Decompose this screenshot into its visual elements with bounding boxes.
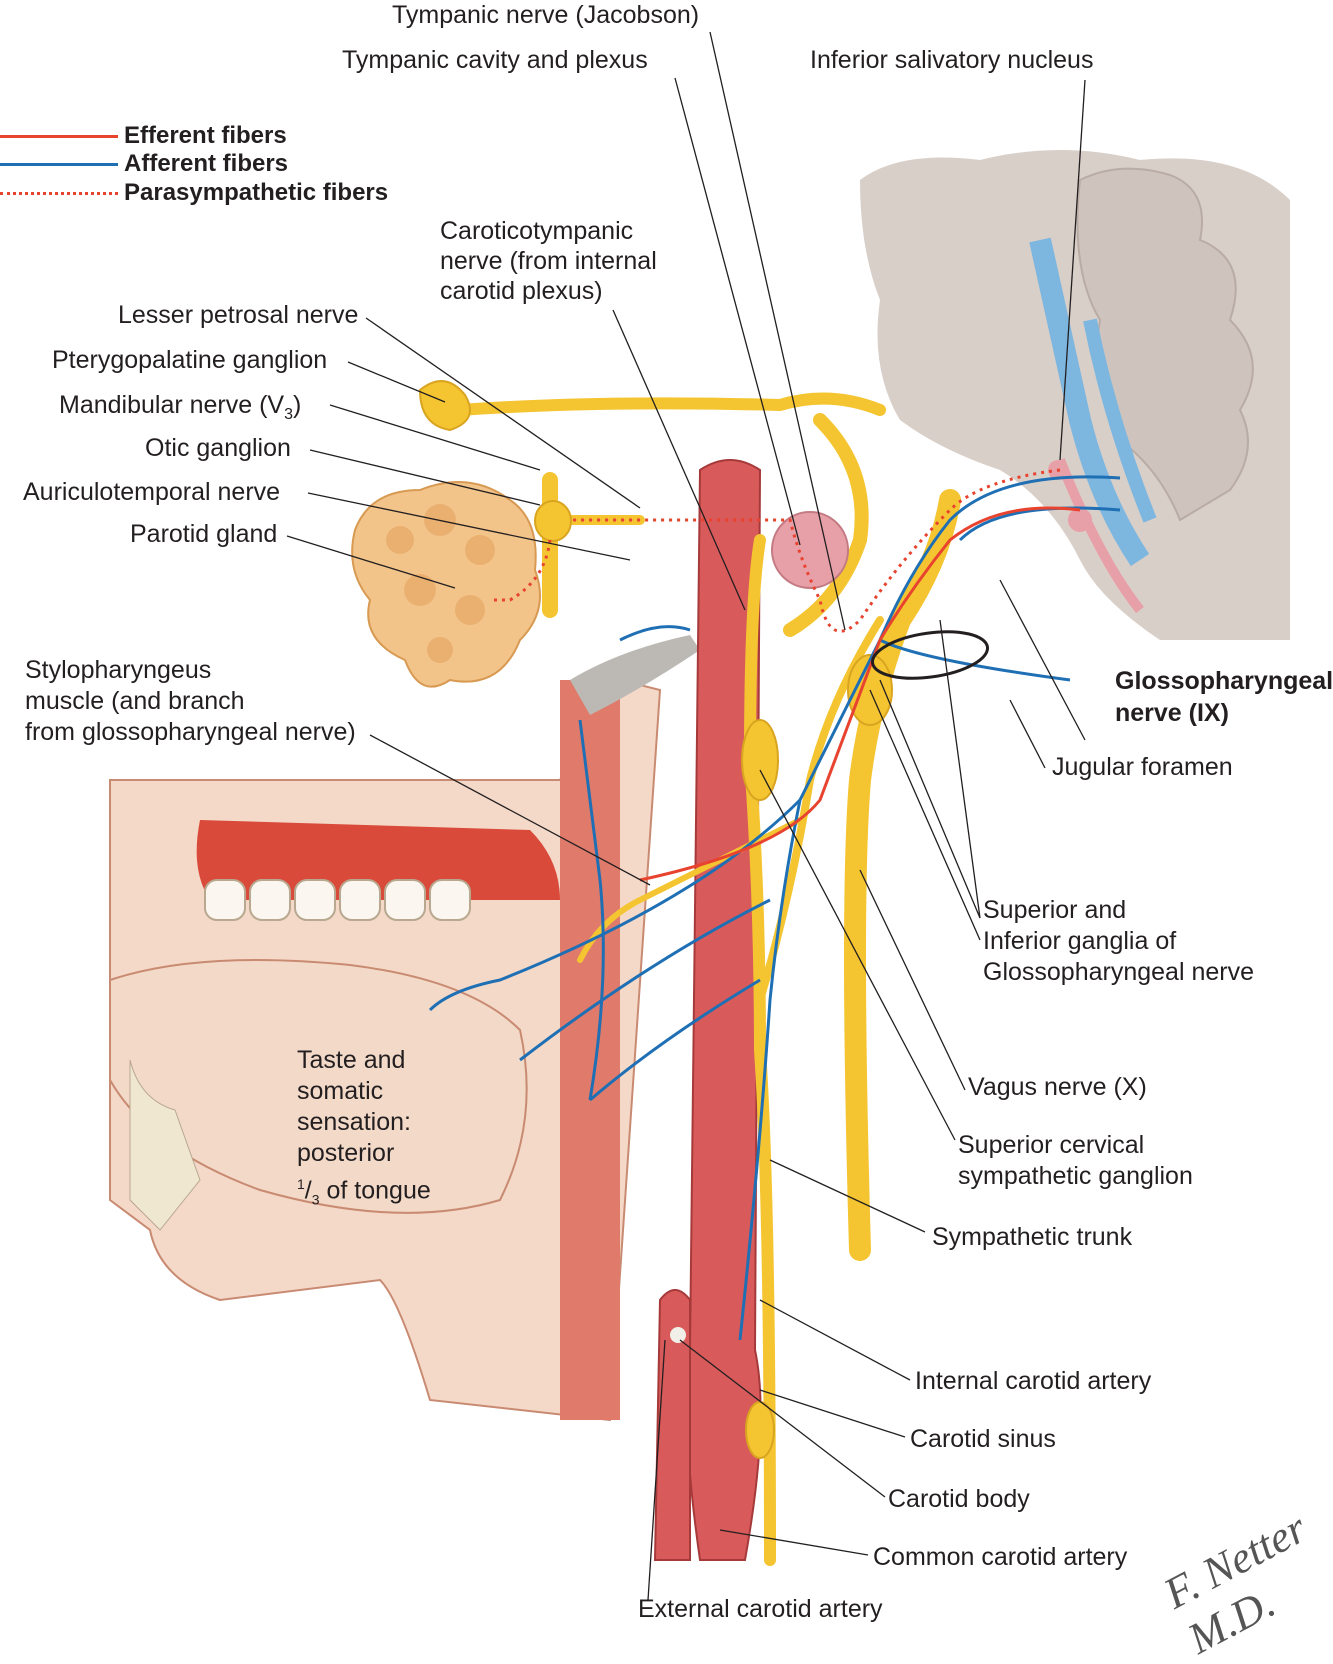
parasympathetic-swatch — [0, 191, 118, 195]
legend-afferent: Afferent fibers — [0, 150, 288, 178]
label-common-carotid: Common carotid artery — [873, 1543, 1128, 1571]
label-vagus-nerve: Vagus nerve (X) — [968, 1073, 1147, 1101]
label-caroticotympanic-3: carotid plexus) — [440, 277, 603, 305]
brainstem — [860, 150, 1290, 640]
label-carotid-body: Carotid body — [888, 1485, 1030, 1513]
label-taste-3: sensation: — [297, 1108, 411, 1136]
label-glossopharyngeal-2: nerve (IX) — [1115, 699, 1229, 727]
jugular-foramen-ring — [870, 630, 990, 680]
label-taste-1: Taste and — [297, 1046, 406, 1074]
label-internal-carotid: Internal carotid artery — [915, 1367, 1152, 1395]
legend-efferent: Efferent fibers — [0, 122, 287, 150]
parotid-gland — [351, 481, 541, 688]
afferent-swatch — [0, 162, 118, 166]
efferent-swatch — [0, 134, 118, 138]
label-inferior-salivatory-nucleus: Inferior salivatory nucleus — [810, 46, 1094, 74]
label-taste-5-sup: 1 — [297, 1176, 305, 1192]
label-taste-5: 1/3 of tongue — [297, 1176, 431, 1208]
label-scg-1: Superior cervical — [958, 1131, 1145, 1159]
label-ganglia-3: Glossopharyngeal nerve — [983, 958, 1254, 986]
label-taste-5-rest: of tongue — [319, 1176, 431, 1205]
label-pterygopalatine-ganglion: Pterygopalatine ganglion — [52, 346, 328, 374]
label-stylopharyngeus-2: muscle (and branch — [25, 687, 245, 715]
label-carotid-sinus: Carotid sinus — [910, 1425, 1056, 1453]
label-stylopharyngeus-3: from glossopharyngeal nerve) — [25, 718, 356, 746]
label-glossopharyngeal-1: Glossopharyngeal — [1115, 667, 1333, 695]
label-caroticotympanic-1: Caroticotympanic — [440, 217, 634, 245]
label-external-carotid: External carotid artery — [638, 1595, 883, 1623]
label-mandibular-end: ) — [293, 391, 302, 419]
afferent-fibers — [428, 475, 1121, 1341]
carotid-arteries — [653, 459, 762, 1561]
ganglia — [418, 380, 893, 1459]
label-lesser-petrosal-nerve: Lesser petrosal nerve — [118, 301, 359, 329]
label-stylopharyngeus-1: Stylopharyngeus — [25, 656, 212, 684]
label-jugular-foramen: Jugular foramen — [1052, 753, 1233, 781]
label-sympathetic-trunk: Sympathetic trunk — [932, 1223, 1133, 1251]
legend-afferent-label: Afferent fibers — [124, 150, 289, 177]
oral-cavity — [109, 678, 662, 1422]
label-auriculotemporal-nerve: Auriculotemporal nerve — [23, 478, 281, 506]
label-tympanic-cavity: Tympanic cavity and plexus — [342, 46, 648, 74]
legend-efferent-label: Efferent fibers — [124, 122, 287, 149]
legend-parasympathetic: Parasympathetic fibers — [0, 179, 388, 207]
label-caroticotympanic-2: nerve (from internal — [440, 247, 657, 275]
styloid-process — [570, 635, 700, 715]
label-ganglia-1: Superior and — [983, 896, 1127, 924]
label-mandibular-sub: 3 — [284, 406, 294, 423]
anatomy-illustration — [109, 31, 1290, 1601]
label-scg-2: sympathetic ganglion — [958, 1162, 1193, 1190]
parasympathetic-fibers — [490, 468, 1061, 633]
tympanic-cavity — [771, 511, 849, 589]
label-tympanic-nerve: Tympanic nerve (Jacobson) — [392, 1, 700, 29]
label-ganglia-2: Inferior ganglia of — [983, 927, 1177, 955]
label-taste-2: somatic — [297, 1077, 384, 1105]
legend-parasympathetic-label: Parasympathetic fibers — [124, 179, 389, 206]
label-mandibular-nerve: Mandibular nerve (V3) — [59, 390, 301, 430]
label-parotid-gland: Parotid gland — [130, 520, 278, 548]
label-mandibular-text: Mandibular nerve (V — [59, 391, 285, 419]
label-otic-ganglion: Otic ganglion — [145, 434, 291, 462]
label-taste-4: posterior — [297, 1139, 395, 1167]
label-taste-5-sub: 3 — [311, 1191, 320, 1208]
leader-lines — [286, 31, 1086, 1601]
